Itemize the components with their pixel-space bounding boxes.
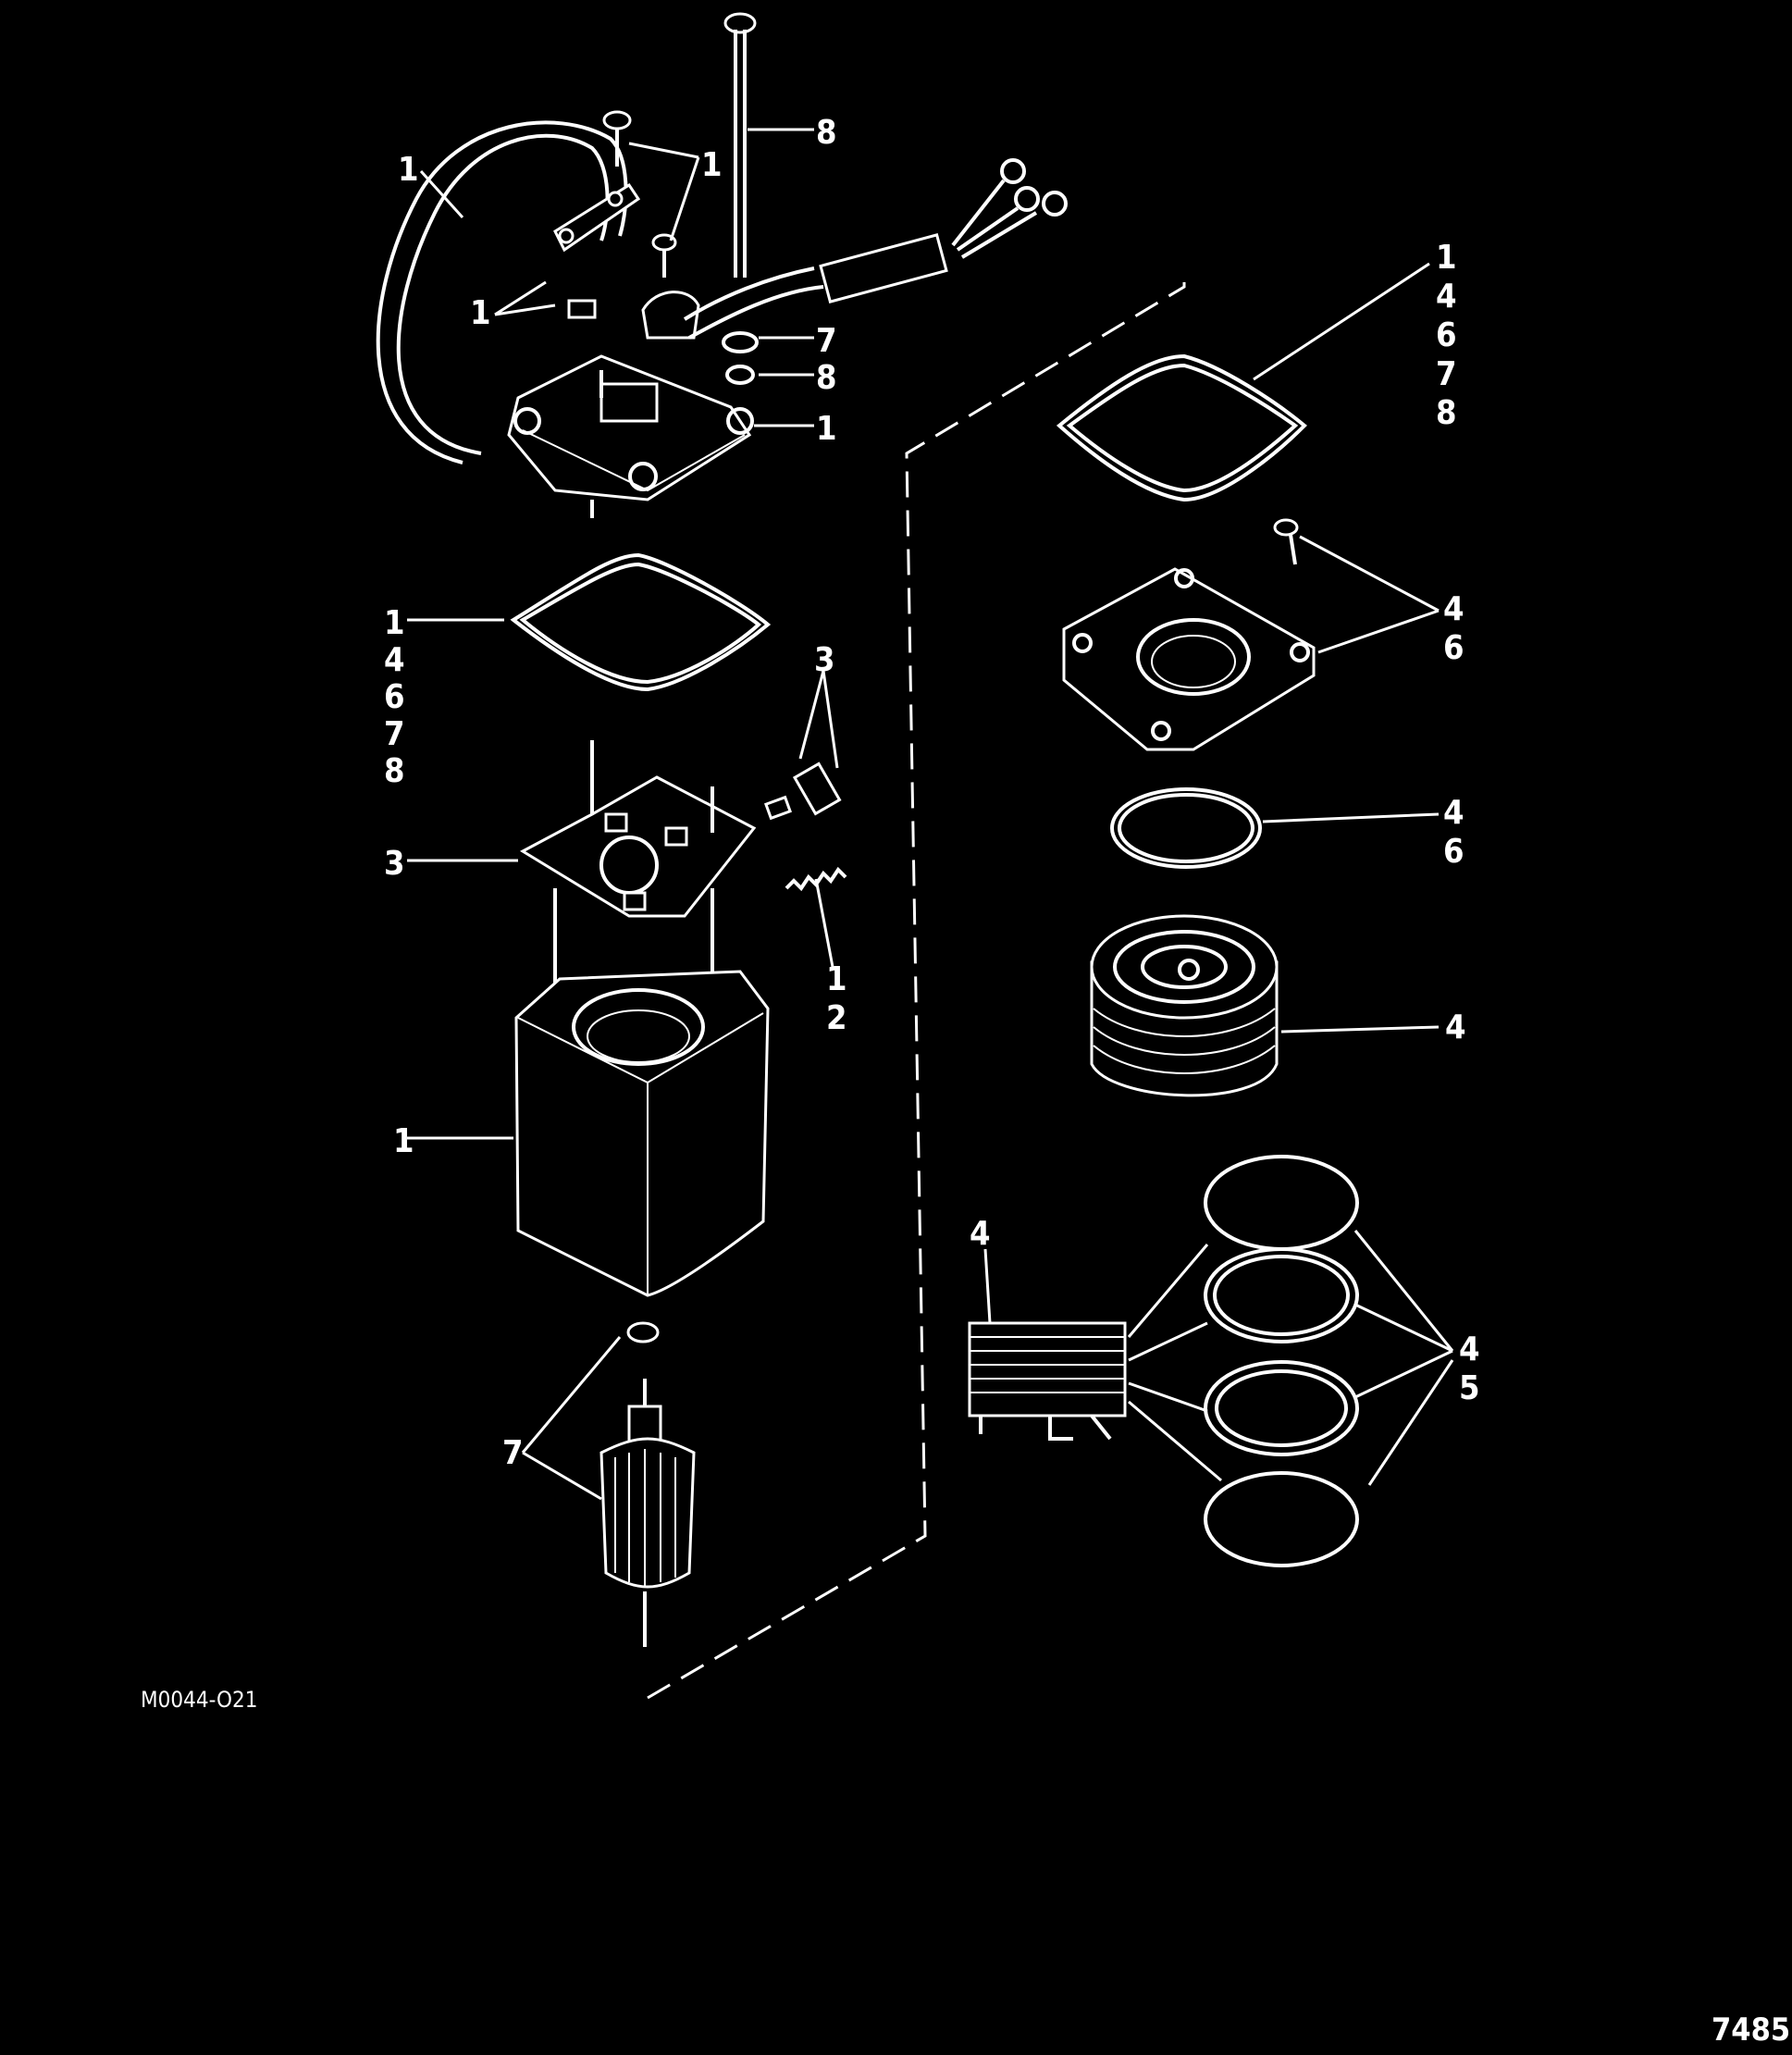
svg-text:8: 8 <box>1436 394 1457 432</box>
callout-o-ring: 4 6 <box>1443 794 1464 871</box>
gasket-right <box>1056 353 1307 502</box>
svg-text:1: 1 <box>1436 239 1457 277</box>
power-leads <box>683 158 1068 340</box>
svg-text:6: 6 <box>1436 316 1457 354</box>
callout-gasket-right: 1 4 6 7 8 <box>1436 239 1457 432</box>
housing-screw <box>1273 518 1299 565</box>
svg-text:1: 1 <box>384 604 405 642</box>
callout-reservoir: 4 <box>1445 1009 1466 1046</box>
callout-brush-plate: 3 <box>384 845 405 883</box>
motor-frame <box>514 970 770 1297</box>
callout-spring: 1 2 <box>826 960 847 1037</box>
o-ring <box>1110 787 1262 869</box>
svg-text:4: 4 <box>384 641 405 679</box>
svg-text:4: 4 <box>1459 1331 1480 1368</box>
svg-text:1: 1 <box>826 960 847 998</box>
callout-screws-top: 1 <box>701 146 723 184</box>
svg-text:2: 2 <box>826 999 847 1037</box>
screw-side <box>651 233 677 278</box>
svg-text:7: 7 <box>1436 355 1457 393</box>
end-cap <box>507 354 754 518</box>
svg-text:4: 4 <box>1443 794 1464 832</box>
callout-hose: 1 <box>398 151 419 189</box>
callout-pump-housing: 4 6 <box>1443 590 1464 667</box>
pump-housing <box>1062 567 1316 751</box>
callout-washer-7: 7 <box>816 322 837 360</box>
callout-gasket-left: 1 4 6 7 8 <box>384 604 405 790</box>
washer-7 <box>722 331 759 353</box>
callout-washer-8: 8 <box>816 359 837 397</box>
svg-text:7: 7 <box>384 715 405 753</box>
callout-clamp: 1 <box>470 294 491 332</box>
screw-top <box>602 110 632 167</box>
armature <box>599 1379 696 1647</box>
callout-seals: 4 5 <box>1459 1331 1480 1407</box>
callout-frame: 1 <box>393 1122 414 1160</box>
clamp <box>641 291 700 340</box>
armature-washer <box>626 1321 660 1343</box>
svg-text:6: 6 <box>1443 629 1464 667</box>
svg-text:6: 6 <box>1443 833 1464 871</box>
assembly-line <box>647 282 1186 1700</box>
callout-end-cap: 1 <box>816 410 837 448</box>
callout-brushes: 3 <box>814 641 835 679</box>
svg-text:5: 5 <box>1459 1369 1480 1407</box>
valve-body <box>968 1321 1127 1441</box>
brushes <box>764 761 842 821</box>
leader-lines <box>407 128 1454 1501</box>
svg-text:4: 4 <box>1436 278 1457 316</box>
washer-8 <box>725 365 755 385</box>
svg-text:4: 4 <box>1443 590 1464 628</box>
drawing-code: M0044-O21 <box>141 1687 258 1713</box>
retaining-plate <box>553 182 641 319</box>
brush-plate <box>519 740 757 999</box>
gasket-left <box>510 552 772 692</box>
svg-text:6: 6 <box>384 678 405 716</box>
callout-armature: 7 <box>502 1434 524 1472</box>
figure-number: 7485 <box>1712 2012 1790 2049</box>
callout-through-bolt: 8 <box>816 114 837 152</box>
seal-rings <box>1204 1155 1359 1567</box>
callout-valve-body: 4 <box>970 1215 991 1253</box>
through-bolt <box>723 12 757 278</box>
hose <box>376 120 628 464</box>
reservoir <box>1090 914 1279 1097</box>
svg-text:8: 8 <box>384 752 405 790</box>
